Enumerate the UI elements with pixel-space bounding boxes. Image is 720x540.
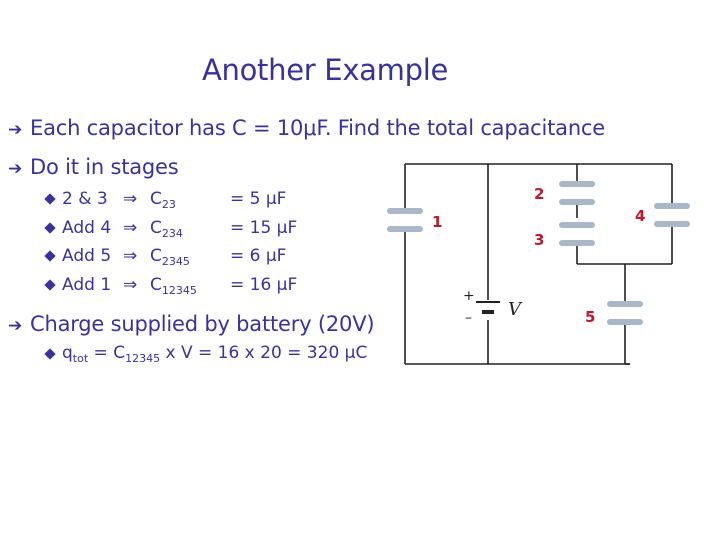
capacitor-5-plate-bottom (607, 319, 643, 325)
implies-symbol: ⇒ (123, 246, 138, 266)
stage-result: = 15 μF (230, 218, 298, 238)
bullet-text: Each capacitor has C = 10μF. Find the to… (30, 116, 606, 140)
stage-capacitor: C12345 (150, 275, 197, 297)
capacitor-1-plate-top (387, 208, 423, 214)
capacitor-4-plate-top (654, 203, 690, 209)
stage-capacitor: C2345 (150, 246, 190, 268)
stage-capacitor: C23 (150, 189, 176, 211)
battery-voltage-label: V (508, 299, 523, 320)
bullet-text: Do it in stages (30, 155, 179, 179)
bullet-stages: ➔ Do it in stages (8, 155, 179, 179)
stage-result: = 16 μF (230, 275, 298, 295)
battery-minus-label: – (465, 310, 472, 326)
capacitor-3-plate-bottom (559, 240, 595, 246)
right-arrow-icon: ➔ (8, 159, 23, 179)
capacitor-label-2: 2 (534, 185, 544, 203)
charge-formula: qtot = C12345 x V = 16 x 20 = 320 μC (62, 343, 368, 365)
slide-title: Another Example (202, 53, 449, 87)
capacitor-2-plate-top (559, 181, 595, 187)
stage-label: Add 1 (62, 275, 112, 295)
battery-icon (476, 301, 500, 314)
implies-symbol: ⇒ (123, 275, 138, 295)
stage-capacitor: C234 (150, 218, 183, 240)
stage-result: = 5 μF (230, 189, 287, 209)
capacitor-3-plate-top (559, 222, 595, 228)
stage-label: 2 & 3 (62, 189, 108, 209)
stage-label: Add 5 (62, 246, 112, 266)
bullet-charge: ➔ Charge supplied by battery (20V) (8, 312, 375, 336)
capacitor-4-plate-bottom (654, 221, 690, 227)
capacitor-label-5: 5 (585, 308, 595, 326)
right-arrow-icon: ➔ (8, 316, 23, 336)
stage-label: Add 4 (62, 218, 112, 238)
capacitor-1-plate-bottom (387, 226, 423, 232)
capacitor-2-plate-bottom (559, 199, 595, 205)
implies-symbol: ⇒ (123, 189, 138, 209)
right-arrow-icon: ➔ (8, 120, 23, 140)
bullet-text: Charge supplied by battery (20V) (30, 312, 375, 336)
capacitor-plates (387, 181, 690, 325)
bullet-capacitance: ➔ Each capacitor has C = 10μF. Find the t… (8, 116, 605, 140)
capacitor-label-1: 1 (432, 213, 442, 231)
stage-result: = 6 μF (230, 246, 287, 266)
battery-plus-label: + (463, 288, 475, 304)
capacitor-label-3: 3 (534, 231, 544, 249)
capacitor-5-plate-top (607, 301, 643, 307)
implies-symbol: ⇒ (123, 218, 138, 238)
capacitor-label-4: 4 (635, 207, 645, 225)
